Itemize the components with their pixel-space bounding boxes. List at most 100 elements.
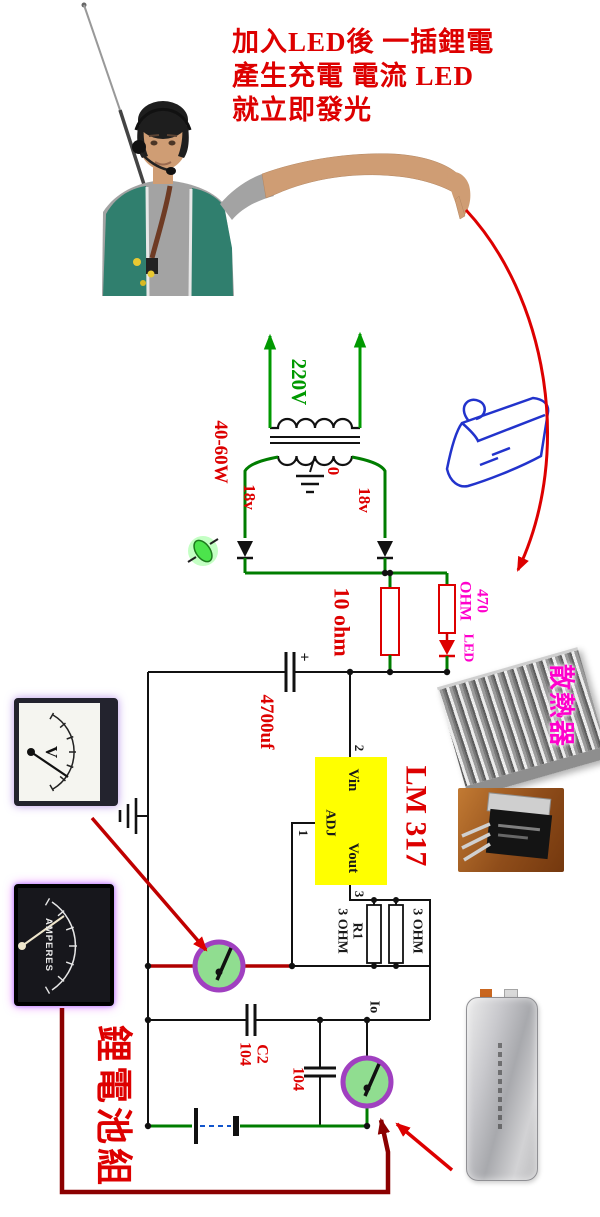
eyebrows — [148, 134, 178, 137]
cell-tab — [480, 989, 492, 999]
label-4700uf: 4700uf — [255, 694, 277, 750]
ammeter-scale — [18, 888, 110, 1002]
vest-trim — [145, 186, 193, 297]
ammeter-loop-wire — [59, 1008, 391, 1195]
strap — [149, 185, 173, 259]
chip-pins — [461, 822, 491, 862]
voltmeter-ticks — [49, 712, 76, 792]
ammeter-needle — [21, 915, 65, 947]
chip-marking — [498, 823, 541, 832]
label-led: LED — [460, 633, 476, 663]
primary-coil — [270, 417, 360, 430]
hand — [447, 171, 471, 216]
label-ac-voltage: 220V — [286, 358, 311, 406]
label-18v-right: 18v — [354, 487, 374, 513]
title-line: 就立即發光 — [232, 94, 372, 125]
cell-body — [466, 997, 538, 1181]
badge — [147, 270, 155, 278]
lm317-regulator-block — [315, 757, 387, 885]
chip-marking — [497, 833, 529, 840]
arrow-hand-to-led-resistor — [464, 208, 549, 572]
pointing-finger — [454, 195, 466, 220]
ammeter-pivot — [18, 942, 26, 950]
headset-earpiece — [132, 140, 146, 154]
arrow-battery-to-dial — [395, 1122, 454, 1172]
ground-symbol-bus — [118, 798, 138, 834]
hair-side — [178, 126, 189, 158]
mic-icon — [166, 167, 176, 175]
hanging-item — [146, 258, 158, 274]
ammeter-ticks — [44, 898, 77, 994]
secondary-lead-left — [243, 455, 279, 538]
label-ohm: OHM — [457, 581, 474, 621]
sleeve — [220, 174, 274, 220]
arm — [261, 153, 461, 199]
voltmeter-bezel — [100, 703, 113, 801]
label-c2: C2 — [253, 1044, 271, 1064]
title-line: 加入LED後 一插鋰電 — [232, 27, 495, 57]
arrow-voltmeter-to-dial — [90, 816, 208, 952]
mic-boom — [140, 152, 169, 172]
dial-meter-1 — [192, 939, 246, 993]
label-c2-block: C2 104 — [236, 1042, 271, 1066]
label-104: 104 — [289, 1067, 307, 1091]
label-battery-pack: 鋰電池組 — [92, 1025, 134, 1189]
badge — [140, 280, 146, 286]
resistor-470ohm — [438, 584, 456, 634]
main-wiring — [136, 671, 447, 1126]
lm317-chip-drawing — [461, 792, 553, 862]
label-r1: R1 — [349, 922, 365, 940]
diode-left — [237, 541, 253, 557]
voltmeter-needle — [30, 751, 69, 778]
label-18v-left: 18v — [239, 484, 259, 510]
page-title: 加入LED後 一插鋰電 產生充電 電流 LED 就立即發光 — [232, 26, 494, 127]
junction-dots — [144, 569, 451, 1130]
label-vout: Vout — [344, 842, 361, 874]
voltmeter-pivot — [27, 748, 35, 756]
battery-symbol — [148, 1106, 369, 1144]
label-3ohm-right: 3 OHM — [409, 908, 425, 954]
cell-printing — [498, 1043, 502, 1129]
blue-sketch — [445, 396, 550, 488]
label-pin1: 1 — [295, 829, 311, 837]
label-vin: Vin — [344, 768, 361, 792]
voltmeter-face: V — [14, 698, 118, 806]
diode-right — [377, 541, 393, 557]
label-470ohm: 470 OHM — [456, 581, 491, 621]
rectifier — [237, 455, 449, 588]
glowing-led — [187, 536, 219, 566]
label-10ohm: 10 ohm — [329, 587, 355, 657]
secondary-lead-right — [351, 455, 387, 538]
chip-body — [485, 808, 553, 860]
resistor-10ohm — [380, 587, 400, 656]
voltmeter-scale — [27, 703, 113, 801]
capacitor-c2 — [245, 1004, 257, 1036]
adj-wire — [291, 822, 315, 966]
ammeter-bezel — [18, 888, 110, 1002]
eye — [150, 140, 158, 146]
hair — [138, 101, 188, 139]
label-r1-value: 3 OHM — [335, 908, 350, 954]
resistor-network — [380, 584, 456, 672]
badge — [133, 258, 141, 266]
resistor-3ohm — [388, 904, 404, 964]
lithium-cell-photo — [452, 985, 554, 1190]
ground-symbol-center-tap — [296, 474, 324, 494]
ammeter-photo: AMPERES — [14, 884, 114, 1006]
label-io: Io — [366, 1000, 382, 1014]
label-transformer-power: 40-60W — [209, 420, 231, 484]
label-center-tap-0: 0 — [323, 466, 343, 476]
headset-band — [134, 107, 192, 131]
resistor-r1-3ohm — [366, 904, 382, 964]
label-lm317: LM 317 — [399, 765, 433, 867]
ac-input-arrows — [263, 331, 367, 428]
ammeter-face: AMPERES — [14, 884, 114, 1006]
led-symbol — [439, 640, 455, 655]
label-cap-polarity: + — [295, 652, 313, 662]
person-vest-right — [190, 188, 233, 296]
label-pin2: 2 — [351, 744, 367, 752]
label-c2-value: 104 — [237, 1042, 254, 1066]
lm317-chip-photo — [458, 788, 564, 872]
center-tap — [309, 455, 316, 473]
